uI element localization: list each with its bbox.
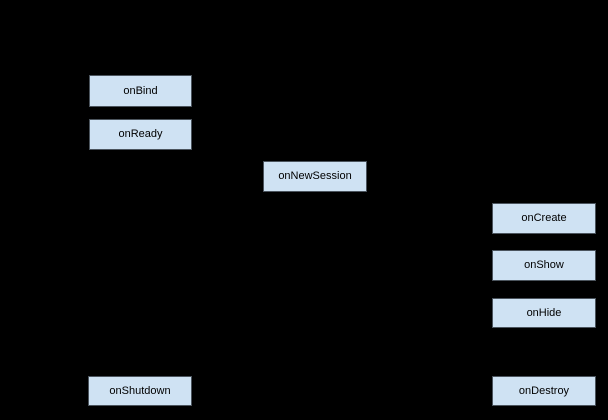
node-ondestroy: onDestroy — [492, 376, 596, 406]
node-onshutdown: onShutdown — [88, 376, 192, 406]
node-oncreate: onCreate — [492, 203, 596, 234]
node-onbind: onBind — [89, 75, 192, 107]
node-onnewsession: onNewSession — [263, 161, 367, 192]
node-onhide: onHide — [492, 298, 596, 328]
node-onready: onReady — [89, 119, 192, 150]
node-onshow: onShow — [492, 250, 596, 281]
